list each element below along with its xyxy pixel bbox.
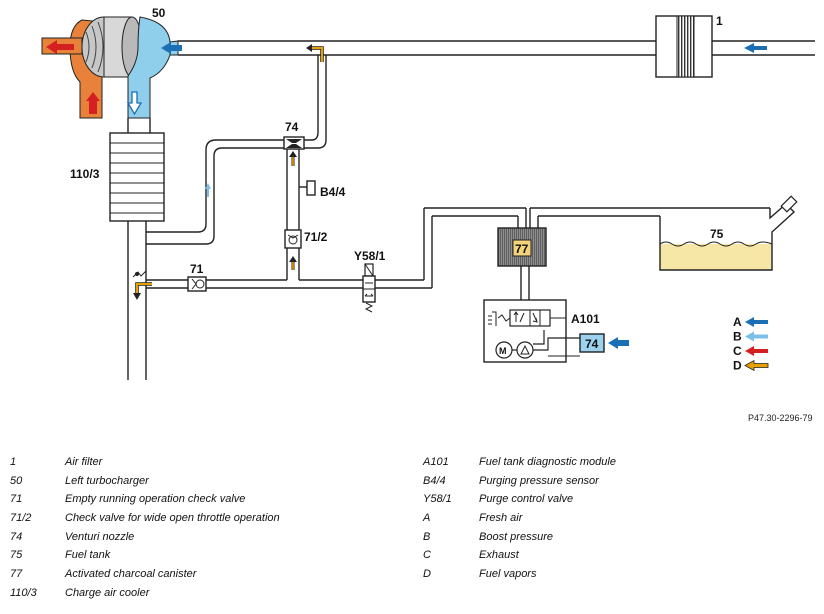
- throttle-flap-icon: [132, 270, 147, 278]
- venturi-nozzle: [283, 136, 305, 150]
- legend-description: Left turbocharger: [65, 474, 149, 487]
- label-module-venturi: 74: [585, 337, 599, 351]
- label-purge-valve: Y58/1: [354, 249, 386, 263]
- legend-description: Fuel vapors: [479, 568, 537, 581]
- label-venturi-nozzle: 74: [285, 120, 299, 134]
- legend-code: C: [423, 549, 431, 562]
- system-diagram: 1 50: [41, 6, 815, 380]
- purging-pressure-sensor: [306, 180, 316, 196]
- check-valve-wot: [284, 229, 302, 249]
- legend-code: 110/3: [10, 586, 37, 599]
- legend-row: B4/4 Purging pressure sensor: [423, 475, 803, 494]
- flow-key-letter: B: [733, 330, 742, 344]
- legend-description: Fresh air: [479, 512, 523, 525]
- legend-code: 1: [10, 456, 17, 468]
- legend-row: 71/2 Check valve for wide open throttle o…: [10, 512, 390, 531]
- legend-code: 77: [10, 568, 23, 581]
- check-valve-running: [187, 276, 207, 292]
- legend-code: 74: [10, 530, 23, 543]
- diagnostic-module: [483, 299, 580, 363]
- legend-description: Empty running operation check valve: [65, 493, 246, 506]
- flow-key-arrow-icon: [745, 331, 768, 342]
- charcoal-canister: [497, 227, 547, 267]
- vapor-arrow-down-icon: [133, 282, 152, 300]
- legend-row: A101 Fuel tank diagnostic module: [423, 456, 803, 475]
- flow-key-arrow-icon: [745, 317, 768, 327]
- charge-air-cooler: [109, 132, 165, 222]
- legend-row: B Boost pressure: [423, 531, 803, 550]
- legend-row: 74 Venturi nozzle: [10, 531, 390, 550]
- label-diagnostic-module: A101: [571, 312, 600, 326]
- legend-description: Purge control valve: [479, 493, 574, 506]
- legend-description: Air filter: [65, 456, 103, 468]
- label-air-filter: 1: [716, 14, 723, 28]
- legend-code: B: [423, 530, 431, 543]
- flow-key-letter: D: [733, 359, 742, 373]
- flow-key-letter: C: [733, 344, 742, 358]
- label-turbocharger: 50: [152, 6, 166, 20]
- intake-pipe: [178, 40, 815, 56]
- vapor-arrow-wot-icon: [289, 256, 297, 270]
- legend-row: D Fuel vapors: [423, 568, 803, 587]
- legend-code: A101: [423, 456, 449, 468]
- label-check-valve-wot: 71/2: [304, 230, 328, 244]
- legend-row: 75 Fuel tank: [10, 549, 390, 568]
- legend-code: 71/2: [10, 512, 32, 525]
- flow-key-arrow-icon: [744, 359, 769, 372]
- legend-row: 50 Left turbocharger: [10, 475, 390, 494]
- fuel-tank: [659, 195, 798, 271]
- legend-left: 1 Air filter 50 Left turbocharger 71 Empty ru…: [10, 456, 390, 606]
- legend-row: Y58/1 Purge control valve: [423, 493, 803, 512]
- legend-description: Purging pressure sensor: [479, 474, 599, 487]
- label-purge-sensor: B4/4: [320, 185, 346, 199]
- label-check-valve-running: 71: [190, 262, 204, 276]
- label-fuel-tank: 75: [710, 227, 724, 241]
- legend-code: D: [423, 568, 431, 581]
- label-charcoal-canister: 77: [515, 242, 529, 256]
- exhaust-out-arrow-icon: [46, 40, 74, 54]
- vapor-arrow-intake-icon: [306, 44, 324, 62]
- legend-code: 50: [10, 474, 23, 487]
- legend-description: Activated charcoal canister: [65, 568, 197, 581]
- legend-code: A: [423, 512, 431, 525]
- legend-code: 71: [10, 493, 23, 506]
- legend-description: Venturi nozzle: [65, 530, 135, 543]
- legend-description: Charge air cooler: [65, 586, 150, 599]
- flow-key-arrow-icon: [745, 346, 768, 356]
- legend-row: 71 Empty running operation check valve: [10, 493, 390, 512]
- module-venturi-nozzle: [579, 333, 605, 353]
- legend-code: Y58/1: [423, 493, 452, 506]
- legend-row: 1 Air filter: [10, 456, 390, 475]
- legend-code: 75: [10, 549, 23, 562]
- fresh-air-turbo-arrow-icon: [161, 42, 182, 54]
- flow-key-letter: A: [733, 315, 742, 329]
- vapor-arrow-venturi-icon: [289, 151, 297, 166]
- legend-row: 77 Activated charcoal canister: [10, 568, 390, 587]
- legend-description: Exhaust: [479, 549, 519, 562]
- purge-control-valve: [362, 263, 376, 313]
- fresh-air-arrow-icon: [744, 43, 767, 53]
- legend-code: B4/4: [423, 474, 446, 487]
- label-charge-air-cooler: 110/3: [70, 167, 100, 181]
- turbocharger: [41, 16, 179, 119]
- legend-row: C Exhaust: [423, 549, 803, 568]
- legend-description: Check valve for wide open throttle opera…: [65, 512, 280, 525]
- boost-up-arrow-icon: [205, 183, 211, 197]
- boost-pipes: [127, 55, 770, 380]
- module-fresh-air-arrow-icon: [608, 337, 629, 349]
- legend-description: Fuel tank: [65, 549, 111, 562]
- boost-down-arrow-icon: [126, 91, 143, 116]
- document-number: P47.30-2296-79: [748, 413, 813, 423]
- legend-description: Fuel tank diagnostic module: [479, 456, 616, 468]
- label-module-motor: M: [499, 346, 507, 356]
- legend-description: Boost pressure: [479, 530, 553, 543]
- legend-row: 110/3 Charge air cooler: [10, 587, 390, 606]
- exhaust-in-arrow-icon: [86, 92, 100, 114]
- legend-row: A Fresh air: [423, 512, 803, 531]
- air-filter: [655, 15, 713, 78]
